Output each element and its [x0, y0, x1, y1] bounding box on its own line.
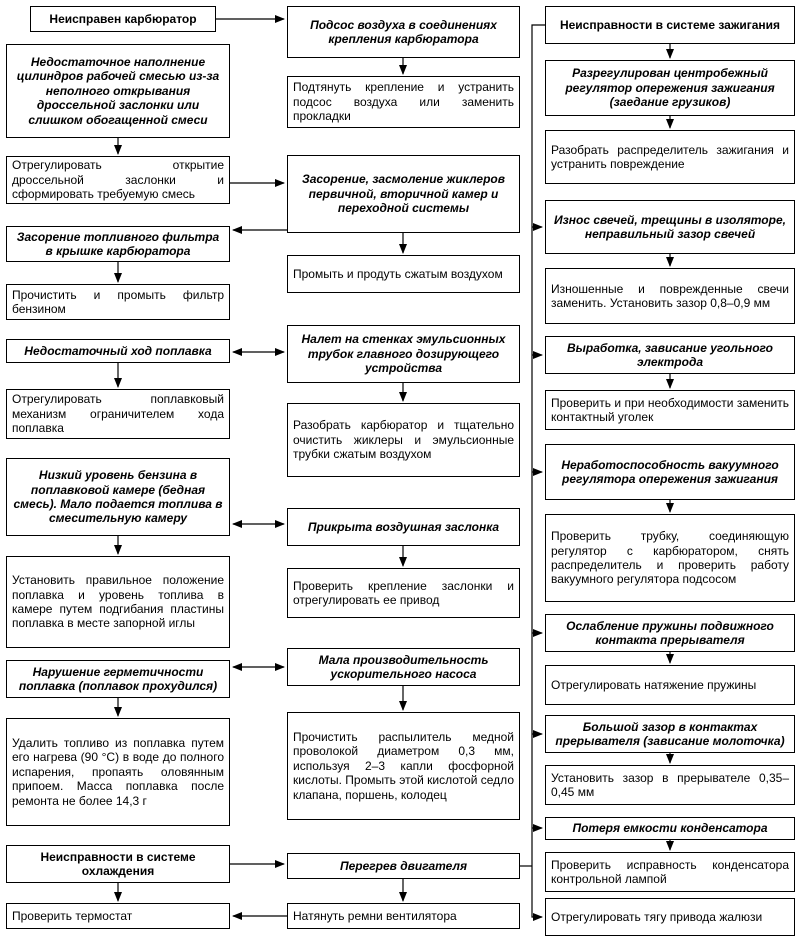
box-text-r3-fault: Выработка, зависание угольного электрода [567, 340, 773, 369]
box-text-l1-fault: Недостаточное наполнение цилиндров рабоч… [16, 55, 220, 127]
box-text-l4-fault: Низкий уровень бензина в поплавковой кам… [13, 468, 223, 526]
box-m1-remedy: Подтянуть крепление и устранить подсос в… [287, 76, 520, 128]
box-m6-remedy: Натянуть ремни вентилятора [287, 903, 520, 929]
box-m2-remedy: Промыть и продуть сжатым воздухом [287, 255, 520, 293]
box-text-m5-remedy: Прочистить распылитель медной проволокой… [293, 730, 514, 802]
box-r8-remedy: Отрегулировать тягу привода жалюзи [545, 898, 795, 936]
box-text-l4-remedy: Установить правильное положение поплавка… [12, 573, 224, 631]
box-m3-remedy: Разобрать карбюратор и тщательно очистит… [287, 403, 520, 477]
box-l1-remedy: Отрегулировать открытие дроссельной засл… [6, 156, 230, 204]
box-text-m6-remedy: Натянуть ремни вентилятора [293, 908, 457, 923]
box-text-l3-fault: Недостаточный ход поплавка [24, 343, 212, 358]
box-text-r4-remedy: Проверить трубку, соединяющую регулятор … [551, 529, 789, 587]
box-l4-fault: Низкий уровень бензина в поплавковой кам… [6, 458, 230, 536]
box-l3-fault: Недостаточный ход поплавка [6, 339, 230, 363]
box-text-r4-fault: Неработоспособность вакуумного регулятор… [561, 457, 779, 486]
box-m5-remedy: Прочистить распылитель медной проволокой… [287, 712, 520, 820]
box-text-r2-remedy: Изношенные и поврежденные свечи заменить… [551, 281, 789, 310]
box-text-r6-remedy: Установить зазор в прерывателе 0,35–0,45… [551, 770, 789, 799]
box-carb-header: Неисправен карбюратор [30, 6, 216, 32]
box-text-l3-remedy: Отрегулировать поплавковый механизм огра… [12, 392, 224, 436]
box-m6-fault: Перегрев двигателя [287, 853, 520, 879]
box-l3-remedy: Отрегулировать поплавковый механизм огра… [6, 389, 230, 439]
box-m1-fault: Подсос воздуха в соединениях крепления к… [287, 6, 520, 58]
box-text-m5-fault: Мала производительность ускорительного н… [318, 652, 489, 681]
box-r3-remedy: Проверить и при необходимости заменить к… [545, 390, 795, 430]
box-l2-remedy: Прочистить и промыть фильтр бензином [6, 284, 230, 320]
box-r2-fault: Износ свечей, трещины в изоляторе, непра… [545, 200, 795, 254]
box-text-m3-remedy: Разобрать карбюратор и тщательно очистит… [293, 418, 514, 462]
box-l2-fault: Засорение топливного фильтра в крышке ка… [6, 226, 230, 262]
box-text-l2-remedy: Прочистить и промыть фильтр бензином [12, 287, 224, 316]
box-l5-remedy: Удалить топливо из поплавка путем его на… [6, 718, 230, 826]
box-r5-remedy: Отрегулировать натяжение пружины [545, 665, 795, 705]
box-r7-remedy: Проверить исправность конденсатора контр… [545, 852, 795, 892]
box-l4-remedy: Установить правильное положение поплавка… [6, 556, 230, 648]
box-text-m1-remedy: Подтянуть крепление и устранить подсос в… [293, 80, 514, 124]
box-text-m4-fault: Прикрыта воздушная заслонка [307, 519, 500, 534]
box-l5-fault: Нарушение герметичности поплавка (поплав… [6, 660, 230, 698]
box-text-l1-remedy: Отрегулировать открытие дроссельной засл… [12, 158, 224, 202]
box-text-ignition-header: Неисправности в системе зажигания [559, 17, 781, 32]
arrow-ignition-spine [531, 24, 545, 921]
box-r4-remedy: Проверить трубку, соединяющую регулятор … [545, 514, 795, 602]
box-r3-fault: Выработка, зависание угольного электрода [545, 336, 795, 374]
box-m4-remedy: Проверить крепление заслонки и отрегулир… [287, 568, 520, 618]
box-text-l5-fault: Нарушение герметичности поплавка (поплав… [18, 664, 218, 693]
box-r2-remedy: Изношенные и поврежденные свечи заменить… [545, 268, 795, 324]
box-text-m4-remedy: Проверить крепление заслонки и отрегулир… [293, 578, 514, 607]
box-l1-fault: Недостаточное наполнение цилиндров рабоч… [6, 44, 230, 138]
box-text-r5-remedy: Отрегулировать натяжение пружины [551, 677, 757, 692]
box-m5-fault: Мала производительность ускорительного н… [287, 648, 520, 686]
box-m3-fault: Налет на стенках эмульсионных трубок гла… [287, 325, 520, 383]
box-m2-fault: Засорение, засмоление жиклеров первичной… [287, 155, 520, 233]
box-r1-fault: Разрегулирован центробежный регулятор оп… [545, 60, 795, 116]
box-text-r7-remedy: Проверить исправность конденсатора контр… [551, 857, 789, 886]
box-text-cooling-header: Неисправности в системе охлаждения [40, 849, 196, 878]
box-text-m2-fault: Засорение, засмоление жиклеров первичной… [302, 172, 505, 216]
box-text-l5-remedy: Удалить топливо из поплавка путем его на… [12, 736, 224, 808]
box-r7-fault: Потеря емкости конденсатора [545, 817, 795, 840]
box-text-r6-fault: Большой зазор в контактах прерывателя (з… [555, 719, 785, 748]
box-text-r1-fault: Разрегулирован центробежный регулятор оп… [565, 66, 775, 110]
box-r6-remedy: Установить зазор в прерывателе 0,35–0,45… [545, 765, 795, 805]
box-text-m3-fault: Налет на стенках эмульсионных трубок гла… [301, 332, 506, 376]
box-cooling-header: Неисправности в системе охлаждения [6, 845, 230, 883]
box-r6-fault: Большой зазор в контактах прерывателя (з… [545, 715, 795, 753]
box-text-r8-remedy: Отрегулировать тягу привода жалюзи [551, 909, 763, 924]
box-text-l6-remedy: Проверить термостат [12, 908, 133, 923]
box-ignition-header: Неисправности в системе зажигания [545, 6, 795, 44]
box-text-l2-fault: Засорение топливного фильтра в крышке ка… [16, 229, 220, 258]
box-text-r2-fault: Износ свечей, трещины в изоляторе, непра… [554, 212, 786, 241]
box-text-r5-fault: Ослабление пружины подвижного контакта п… [566, 618, 774, 647]
box-r5-fault: Ослабление пружины подвижного контакта п… [545, 614, 795, 652]
box-text-r3-remedy: Проверить и при необходимости заменить к… [551, 395, 789, 424]
box-m4-fault: Прикрыта воздушная заслонка [287, 508, 520, 546]
box-text-m6-fault: Перегрев двигателя [339, 858, 468, 873]
box-text-m2-remedy: Промыть и продуть сжатым воздухом [293, 266, 503, 281]
box-l6-remedy: Проверить термостат [6, 903, 230, 929]
box-text-m1-fault: Подсос воздуха в соединениях крепления к… [310, 17, 497, 46]
box-text-carb-header: Неисправен карбюратор [49, 11, 197, 26]
box-r1-remedy: Разобрать распределитель зажигания и уст… [545, 130, 795, 184]
box-text-r1-remedy: Разобрать распределитель зажигания и уст… [551, 142, 789, 171]
box-r4-fault: Неработоспособность вакуумного регулятор… [545, 444, 795, 500]
box-text-r7-fault: Потеря емкости конденсатора [572, 821, 768, 836]
